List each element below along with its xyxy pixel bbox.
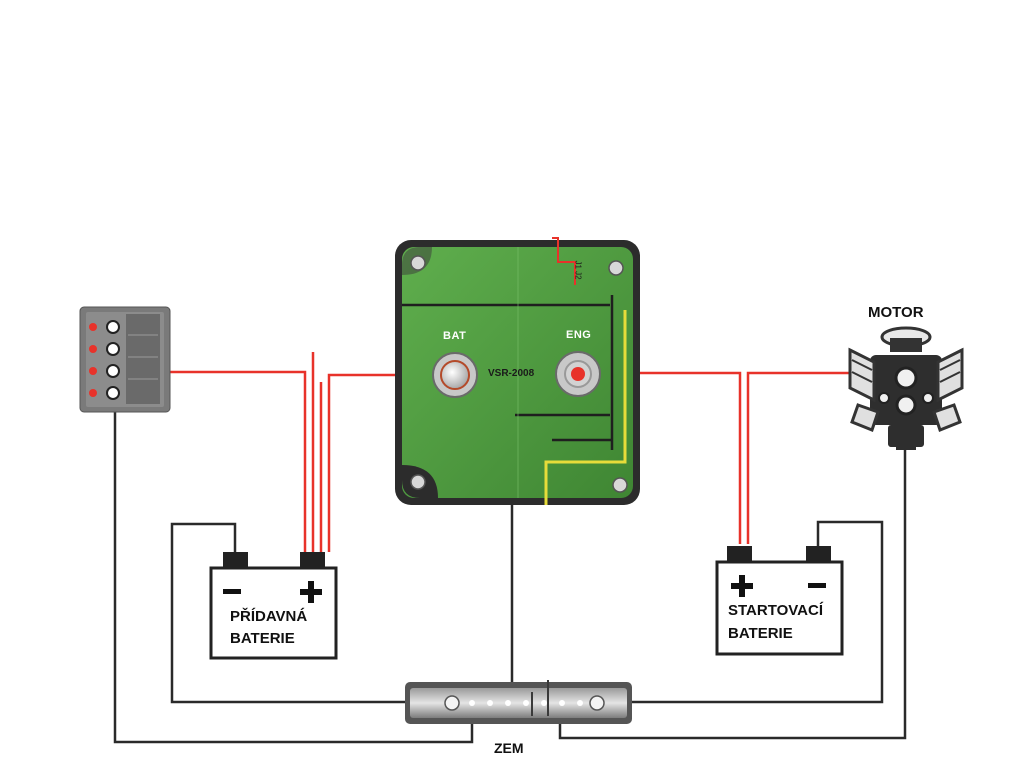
engine-icon xyxy=(848,326,964,450)
plus-sign xyxy=(300,581,322,603)
jumper-trace xyxy=(552,237,576,285)
ground-bus-bar xyxy=(405,680,632,724)
bat-terminal xyxy=(432,352,478,398)
ground-label: ZEM xyxy=(494,740,524,756)
aux-battery-negative-wire xyxy=(170,522,452,704)
switch-panel xyxy=(79,306,171,413)
start-battery xyxy=(715,546,844,656)
bus-bar-terminals xyxy=(469,700,583,706)
start-battery-negative-wire xyxy=(598,520,884,704)
panel-positive-wire xyxy=(170,370,307,552)
engine-ground-wire xyxy=(558,450,907,740)
aux-battery-label-line2: BATERIE xyxy=(230,630,295,647)
minus-sign xyxy=(808,583,826,588)
signal-wire xyxy=(544,310,627,505)
minus-sign xyxy=(223,589,241,594)
mounting-screws xyxy=(402,247,628,498)
aux-battery xyxy=(209,552,338,660)
plus-sign xyxy=(731,575,753,597)
engine-positive-wire xyxy=(746,371,860,544)
jumper-label: J1 J2 xyxy=(573,260,583,280)
panel-ground-wire xyxy=(113,412,474,744)
aux-battery-label-line1: PŘÍDAVNÁ xyxy=(230,608,308,625)
eng-label: ENG xyxy=(566,329,592,341)
panel-switches xyxy=(106,320,120,400)
panel-indicator-leds xyxy=(89,323,97,397)
motor-label: MOTOR xyxy=(868,304,924,321)
start-battery-label-line1: STARTOVACÍ xyxy=(728,602,824,619)
bat-label: BAT xyxy=(443,330,467,342)
eng-terminal xyxy=(555,351,601,397)
start-battery-label-line2: BATERIE xyxy=(728,625,793,642)
relay-model-label: VSR-2008 xyxy=(488,368,535,379)
bus-bar-screws xyxy=(444,695,605,711)
vsr-relay xyxy=(395,237,640,505)
